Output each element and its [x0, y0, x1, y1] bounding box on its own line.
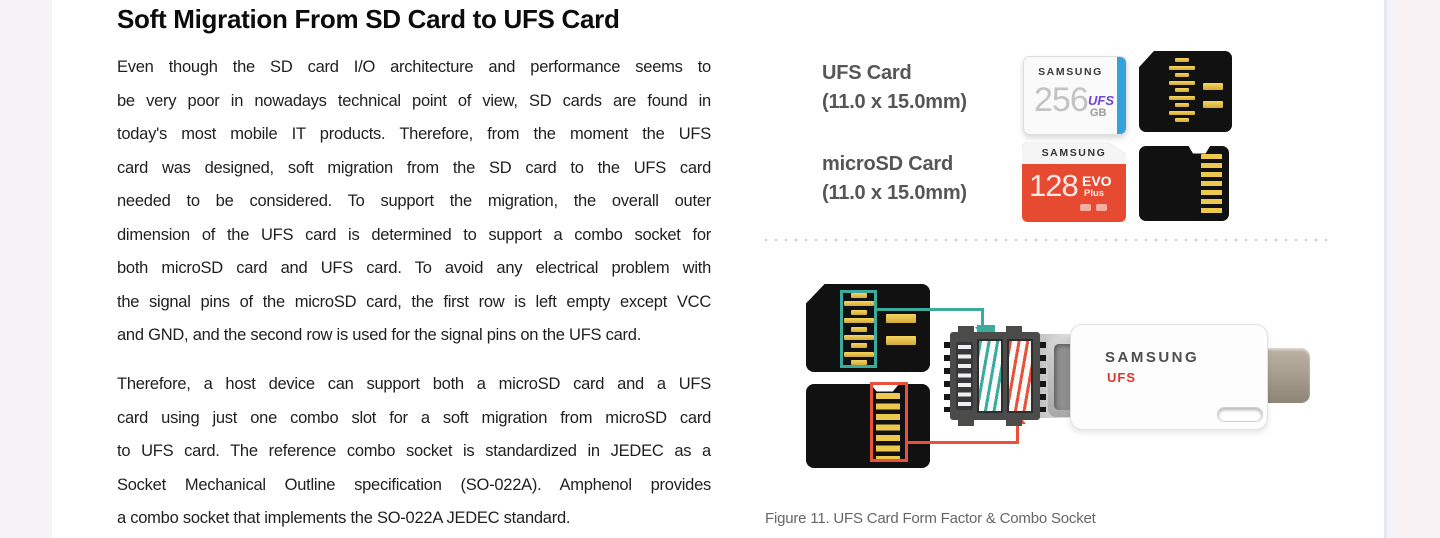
- paragraph-1: Even though the SD card I/O architecture…: [117, 51, 711, 353]
- socket-slot-microsd-pins: [1007, 339, 1033, 413]
- page-right-inner-band: [1387, 0, 1393, 538]
- diagram-ufs-pin-bar: [886, 314, 916, 323]
- text-line: the signal pins of the microSD card, the…: [117, 292, 711, 311]
- pin-bar: [850, 360, 868, 365]
- text-line: be very poor in nowadays technical point…: [117, 91, 711, 110]
- red-connector-line: [905, 441, 1019, 444]
- pin-bar: [1174, 103, 1190, 107]
- ufs-front-brand: SAMSUNG: [1038, 66, 1103, 78]
- pin-bar: [844, 351, 874, 357]
- page-title: Soft Migration From SD Card to UFS Card: [117, 4, 620, 34]
- pin-bar: [850, 326, 868, 332]
- text-line: dimension of the UFS card is determined …: [117, 225, 711, 244]
- socket-slot-ufs-pins: [977, 339, 1003, 413]
- microsd-card-front-image: SAMSUNG 128 EVO Plus: [1022, 142, 1126, 222]
- pin-bar: [844, 301, 874, 307]
- text-line: today's most mobile IT products. Therefo…: [117, 125, 711, 143]
- text-line: Therefore, a host device can support bot…: [117, 375, 711, 393]
- dotted-divider: [765, 239, 1333, 241]
- text-line: a combo socket that implements the SO-02…: [117, 509, 571, 527]
- teal-connector-line: [876, 308, 984, 311]
- pin-bar: [850, 293, 868, 298]
- teal-connector-line: [981, 308, 984, 327]
- ufs-back-pin-bar: [1203, 101, 1223, 108]
- socket-pins-right: [1040, 342, 1046, 412]
- speed-class-mark: [1080, 204, 1091, 211]
- text-line: card was designed, soft migration from t…: [117, 158, 711, 177]
- page-right-margin-band: [1393, 0, 1440, 538]
- pin-bar: [1169, 95, 1195, 100]
- pin-bar: [1169, 65, 1195, 70]
- microsd-front-cap: [1022, 142, 1126, 164]
- socket-tab: [1006, 418, 1022, 426]
- socket-tab: [958, 418, 974, 426]
- ufs-pins-highlight-box: [840, 290, 877, 368]
- socket-tab: [1006, 326, 1022, 334]
- reader-type-label: UFS: [1107, 370, 1136, 385]
- text-line: Even though the SD card I/O architecture…: [117, 58, 711, 76]
- page-left-margin-band: [0, 0, 52, 538]
- pin-bar: [844, 318, 874, 324]
- ufs-card-name: UFS Card: [822, 62, 912, 84]
- reader-brand: SAMSUNG: [1105, 349, 1200, 366]
- microsd-front-series-sub: Plus: [1084, 188, 1105, 199]
- pin-bar: [1169, 80, 1195, 85]
- microsd-back-pins: [1201, 154, 1222, 214]
- usb-c-connector: [1266, 348, 1310, 403]
- paragraph-2: Therefore, a host device can support bot…: [117, 368, 711, 536]
- microsd-card-label: microSD Card (11.0 x 15.0mm): [822, 150, 1032, 208]
- diagram-microsd-card-back: [806, 384, 930, 468]
- ufs-front-blue-edge: [1117, 57, 1126, 134]
- socket-pins-left: [944, 342, 950, 412]
- microsd-pins-highlight-box: [870, 382, 908, 462]
- text-line: Socket Mechanical Outline specification …: [117, 475, 711, 494]
- figure-caption: Figure 11. UFS Card Form Factor & Combo …: [765, 510, 1096, 527]
- ufs-card-size: (11.0 x 15.0mm): [822, 91, 967, 113]
- diagram-ufs-pins: [844, 293, 874, 365]
- microsd-card-size: (11.0 x 15.0mm): [822, 182, 967, 204]
- pin-bar: [850, 343, 868, 349]
- diagram-ufs-pin-bar: [886, 336, 916, 345]
- text-line: to UFS card. The reference combo socket …: [117, 442, 711, 460]
- diagram-microsd-pins: [876, 393, 900, 461]
- pin-bar: [1174, 73, 1190, 77]
- ufs-card-back-image: [1139, 51, 1232, 132]
- microsd-front-series: EVO: [1082, 173, 1112, 189]
- pin-bar: [1169, 110, 1195, 115]
- socket-tab: [958, 326, 974, 334]
- pin-bar: [1174, 118, 1190, 122]
- text-line: both microSD card and UFS card. To avoid…: [117, 259, 711, 277]
- ufs-front-capacity: 256: [1034, 81, 1089, 119]
- socket-slot-empty-row: [956, 342, 973, 410]
- page-right-border: [1384, 0, 1387, 538]
- ufs-card-reader-image: SAMSUNG UFS: [1070, 324, 1268, 430]
- microsd-front-brand: SAMSUNG: [1041, 147, 1107, 159]
- reader-oval-slot: [1217, 407, 1263, 422]
- red-connector-line: [1016, 424, 1019, 443]
- ufs-front-unit: GB: [1090, 107, 1107, 119]
- pin-bar: [1174, 58, 1190, 62]
- pin-bar: [850, 309, 868, 315]
- microsd-card-back-image: [1139, 146, 1229, 221]
- pin-bar: [844, 334, 874, 340]
- ufs-card-label: UFS Card (11.0 x 15.0mm): [822, 59, 1032, 117]
- text-line: card using just one combo slot for a sof…: [117, 408, 711, 427]
- text-line: needed to be considered. To support the …: [117, 192, 711, 210]
- ufs-card-front-image: SAMSUNG 256 UFS GB: [1023, 56, 1127, 135]
- socket-white-pins: [958, 345, 971, 407]
- microsd-card-name: microSD Card: [822, 153, 953, 175]
- socket-teal-contact: [977, 325, 995, 332]
- diagram-ufs-card-back: [806, 284, 930, 372]
- combo-socket: [944, 325, 1046, 426]
- text-line: and GND, and the second row is used for …: [117, 326, 642, 344]
- pin-bar: [1174, 88, 1190, 92]
- ufs-front-type-badge: UFS: [1088, 93, 1114, 108]
- microsd-front-capacity: 128: [1029, 168, 1079, 203]
- ufs-back-pin-bar: [1203, 83, 1223, 90]
- ufs-back-pins: [1169, 58, 1195, 122]
- speed-class-mark: [1096, 204, 1107, 211]
